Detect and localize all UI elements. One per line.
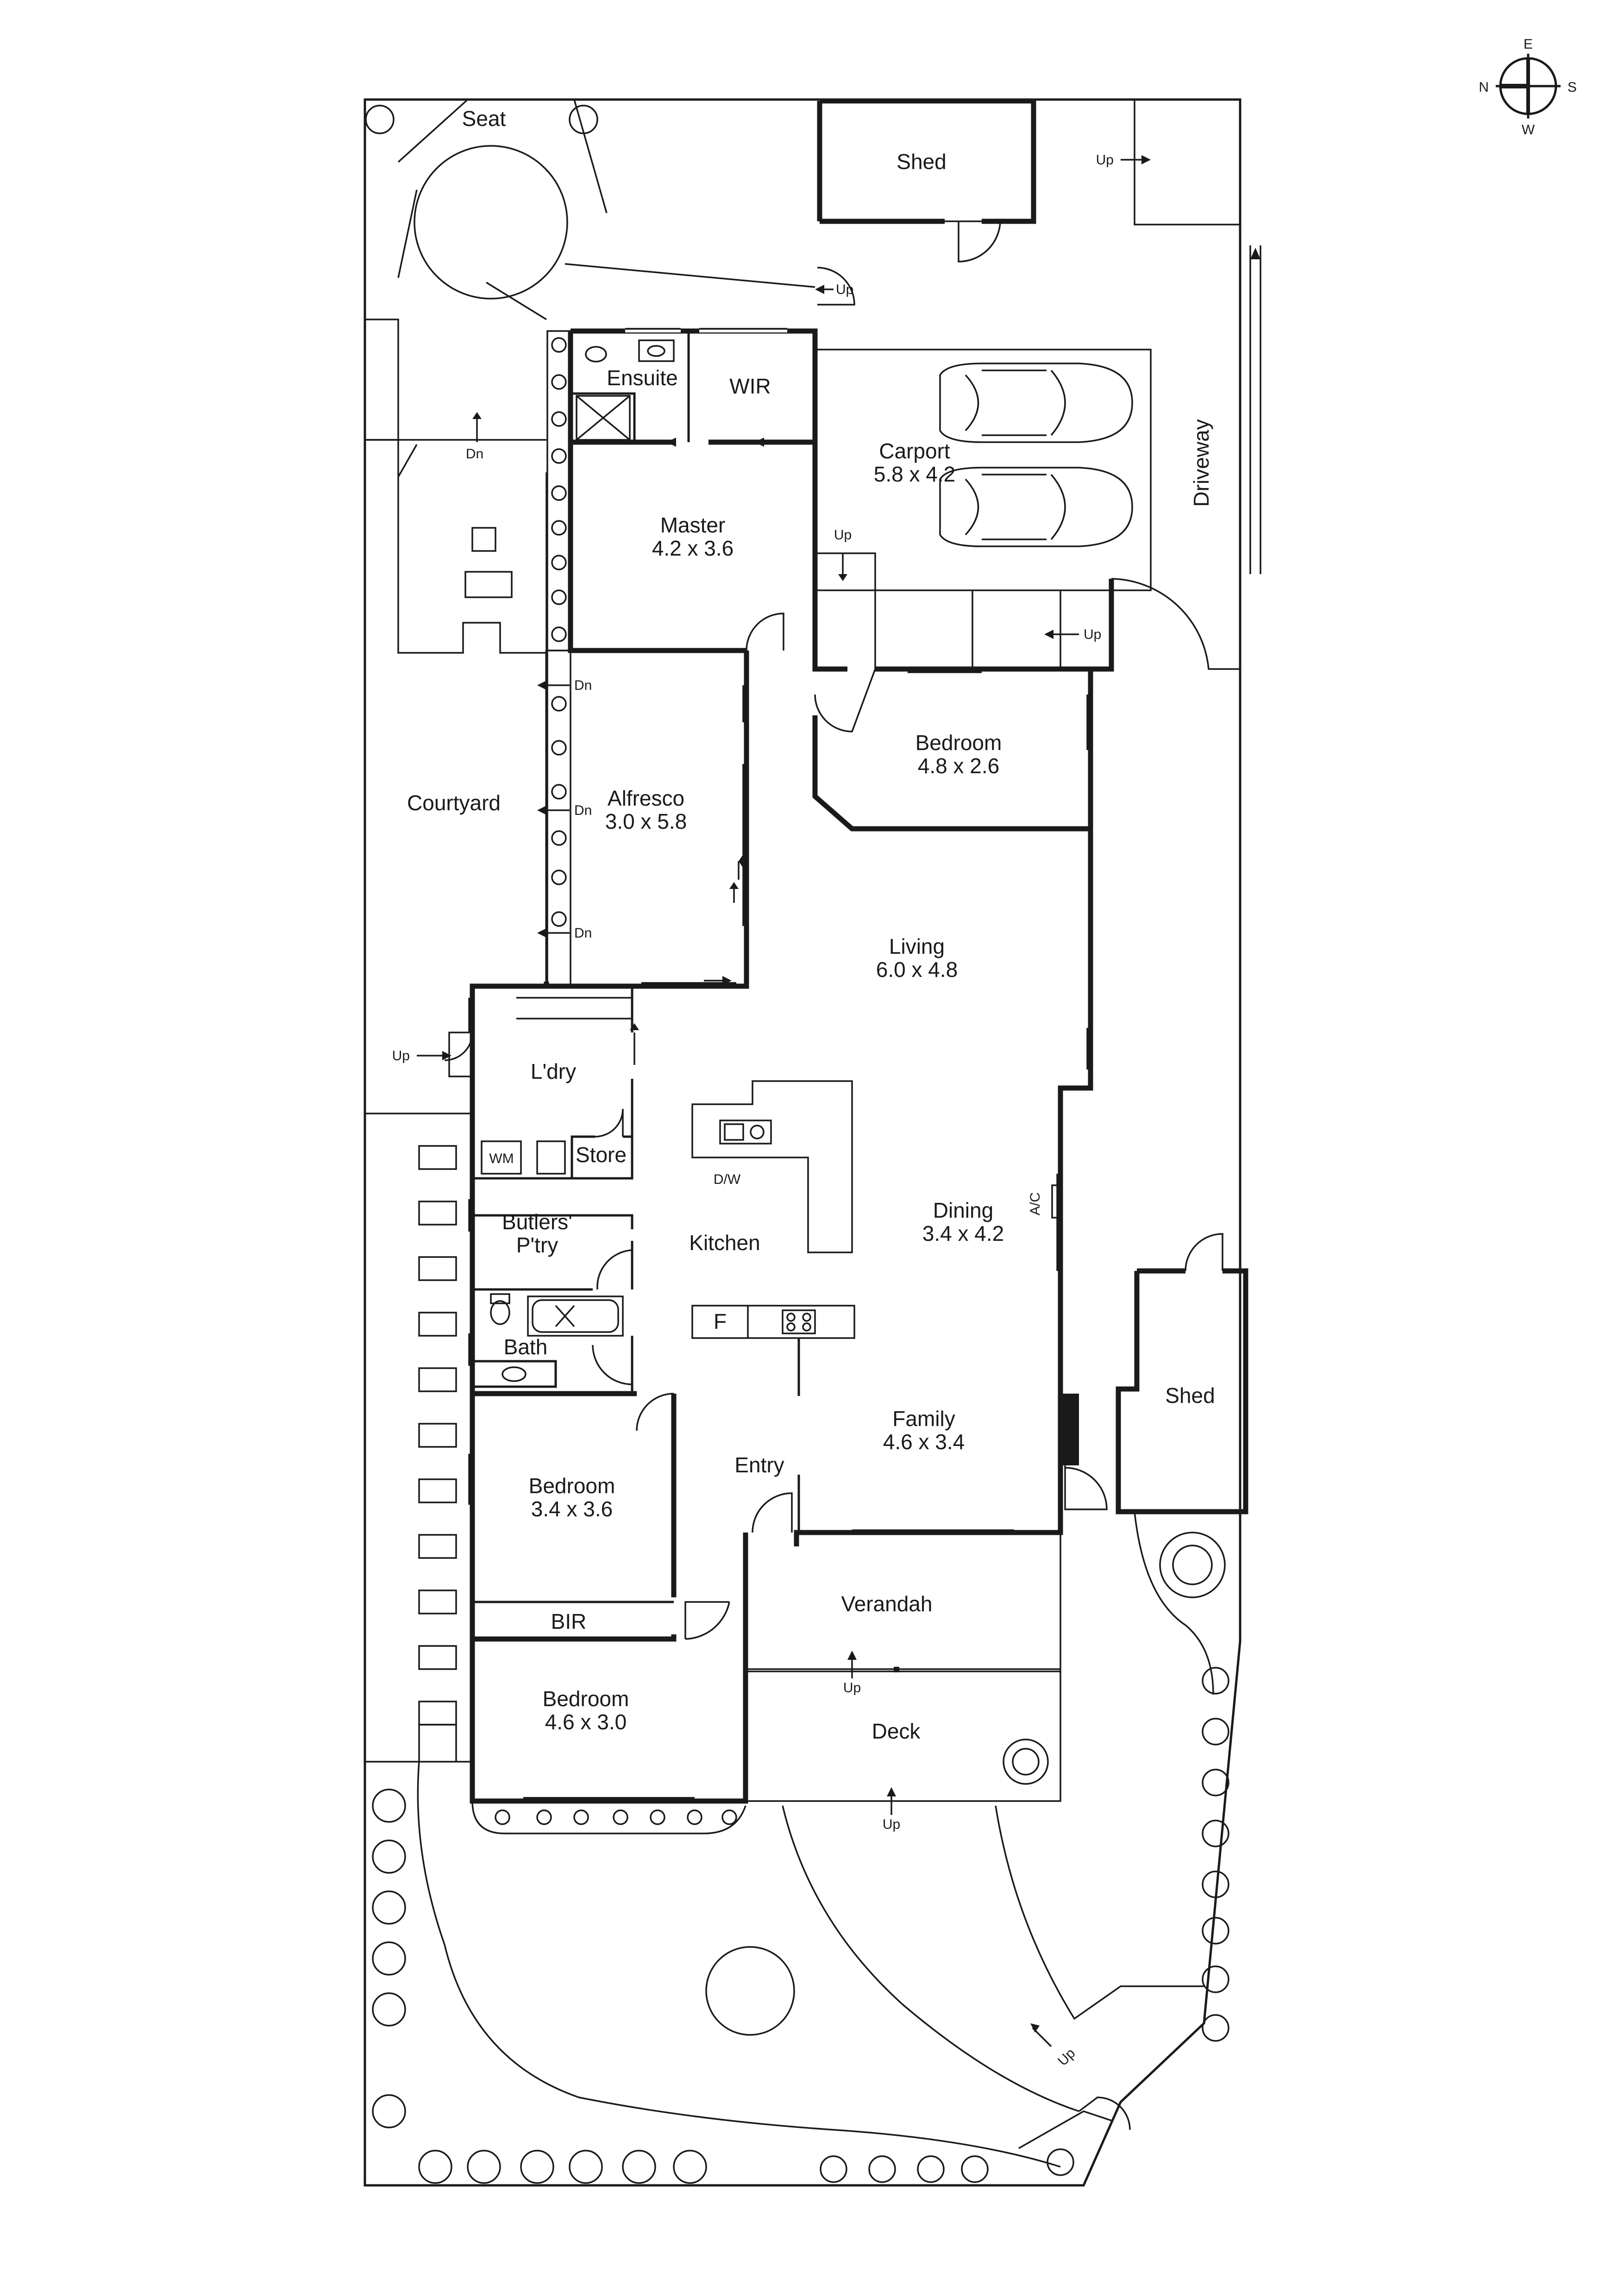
bedroom-2-dims: 3.4 x 3.6 (531, 1497, 613, 1521)
carport: Up Up Carport 5.8 x 4.2 Driveway (817, 245, 1261, 672)
garden-bed-round (414, 145, 568, 300)
alfresco-label: Alfresco (608, 786, 684, 810)
courtyard-label: Courtyard (407, 791, 501, 815)
compass-s: S (1568, 80, 1577, 95)
dining-label: Dining (933, 1198, 993, 1222)
kitchen: D/W Kitchen F (689, 1080, 855, 1396)
trees (372, 1532, 1229, 2184)
verandah-label: Verandah (841, 1592, 933, 1616)
living-label: Living (889, 934, 945, 958)
up-label-garden: Up (1055, 2046, 1078, 2069)
shed-side-label: Shed (1165, 1383, 1215, 1408)
carport-dims: 5.8 x 4.2 (874, 462, 955, 486)
dining-family: Dining 3.4 x 4.2 A/C Family 4.6 x 3.4 En… (734, 1174, 1108, 1534)
car-icon (939, 467, 1133, 547)
compass-n: N (1479, 80, 1489, 95)
seat-label: Seat (462, 106, 506, 131)
car-icon (939, 363, 1133, 443)
ensuite-label: Ensuite (607, 366, 677, 390)
south-bedrooms: Bedroom 3.4 x 3.6 BIR Bedroom 4.6 x 3.0 (468, 1391, 746, 1834)
up-label-deck: Up (883, 1817, 900, 1832)
dn-steps-alfresco: Dn Dn Dn (537, 678, 592, 941)
deck-label: Deck (872, 1719, 921, 1743)
garden-bed-round-south (705, 1946, 795, 2036)
master-label: Master (660, 513, 726, 537)
north-garden: Seat Dn (365, 99, 815, 654)
dw-label: D/W (714, 1172, 741, 1187)
living-dims: 6.0 x 4.8 (876, 957, 958, 982)
shrub-icon (1003, 1739, 1049, 1785)
up-label-carport-side: Up (1084, 627, 1101, 642)
shed-top: Shed (817, 98, 1036, 263)
verandah-deck: Verandah Up Deck Up (746, 1533, 1061, 1832)
tree-icon (1159, 1532, 1226, 1598)
bedroom-2-label: Bedroom (529, 1474, 615, 1498)
bath-label: Bath (504, 1335, 548, 1359)
bedroom-1-label: Bedroom (915, 731, 1002, 755)
up-label-carport: Up (834, 527, 852, 543)
carport-label: Carport (879, 439, 950, 463)
dn-label-alfresco-3: Dn (574, 926, 592, 941)
bedroom-3-label: Bedroom (543, 1687, 629, 1711)
compass-icon: E N S W (1479, 37, 1577, 138)
wm-label: WM (489, 1151, 514, 1166)
dining-dims: 3.4 x 4.2 (922, 1221, 1004, 1245)
butlers-label-2: P'try (516, 1233, 558, 1257)
family-dims: 4.6 x 3.4 (883, 1430, 965, 1454)
wir-label: WIR (729, 374, 771, 398)
shed-top-label: Shed (897, 150, 946, 174)
south-garden: Up (417, 1511, 1214, 2168)
service-rooms: Up L'dry Store WM Butlers' P'try Bath (392, 986, 639, 1395)
ac-label: A/C (1028, 1192, 1043, 1215)
up-label-topright: Up (1096, 152, 1114, 168)
driveway-label: Driveway (1189, 419, 1213, 507)
house-walls: Bedroom 4.8 x 2.6 Alfresco 3.0 x 5.8 Dn … (365, 650, 1093, 1804)
dn-label-north: Dn (466, 446, 483, 462)
dn-label-alfresco-1: Dn (574, 678, 592, 693)
laundry-label: L'dry (531, 1059, 576, 1083)
compass-w: W (1522, 122, 1535, 138)
alfresco-dims: 3.0 x 5.8 (605, 809, 687, 833)
shed-side: Shed (1116, 1233, 1248, 1514)
site-boundary (364, 98, 1242, 2187)
compass-e: E (1524, 37, 1533, 52)
master-suite: Ensuite WIR Master 4.2 x 3.6 (546, 328, 818, 653)
bir-label: BIR (551, 1609, 587, 1633)
master-dims: 4.2 x 3.6 (652, 536, 734, 560)
butlers-label-1: Butlers' (502, 1210, 572, 1234)
stepping-stones (365, 1145, 472, 1763)
fireplace (1060, 1394, 1079, 1465)
entry-label: Entry (734, 1453, 784, 1477)
bedroom-1-dims: 4.8 x 2.6 (918, 754, 999, 778)
kitchen-label: Kitchen (689, 1231, 760, 1255)
bedroom-3-dims: 4.6 x 3.0 (545, 1710, 627, 1734)
shrub-row-west (551, 337, 567, 642)
fridge-label: F (714, 1309, 727, 1333)
store-label: Store (576, 1143, 627, 1167)
up-label-verandah: Up (843, 1680, 861, 1695)
family-label: Family (892, 1407, 955, 1431)
up-label-laundry: Up (392, 1048, 410, 1064)
yard-top-right: Up Up (815, 100, 1240, 306)
dn-label-alfresco-2: Dn (574, 803, 592, 818)
